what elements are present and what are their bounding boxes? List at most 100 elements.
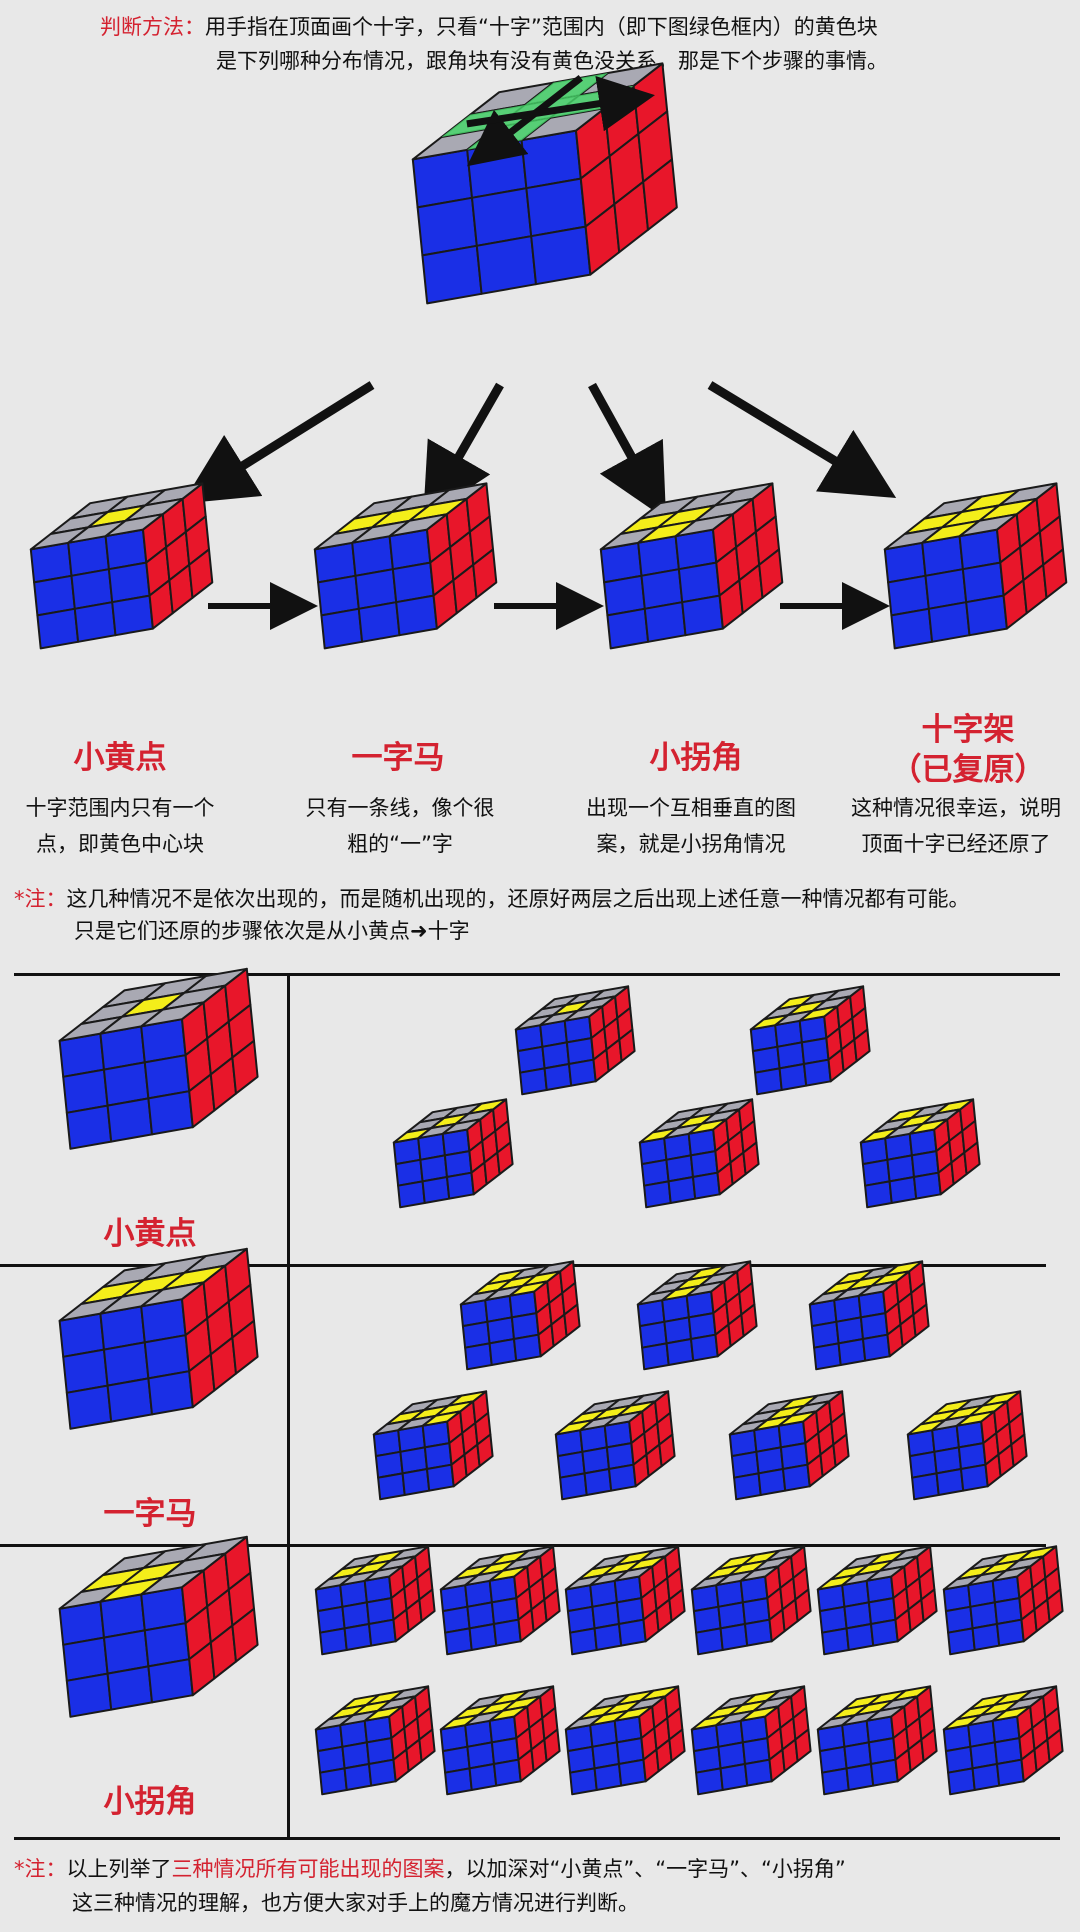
front-sticker: [719, 1623, 749, 1651]
front-sticker: [559, 1472, 588, 1501]
top-sticker-gray: [140, 1569, 205, 1596]
note1-line-2: 只是它们还原的步骤依次是从小黄点➜十字: [74, 919, 470, 943]
stage-title-cross-line1: 十字架: [921, 712, 1015, 748]
front-sticker: [911, 1472, 940, 1501]
variation-cube: [808, 1260, 930, 1371]
variation-cube: [314, 1545, 436, 1656]
stage-desc-dot: 十字范围内只有一个 点，即黄色中心块: [0, 790, 240, 862]
note2-label: *注：: [14, 1857, 67, 1881]
variation-cube: [816, 1685, 938, 1796]
side-sticker: [668, 1588, 686, 1623]
top-sticker-yellow: [363, 1705, 404, 1722]
note2-line-1: *注：以上列举了三种情况所有可能出现的图案，以加深对“小黄点”、“一字马”、“小…: [14, 1852, 846, 1886]
stage-title-corner: 小拐角: [649, 740, 743, 776]
stage-cube-corner: [599, 482, 784, 650]
front-sticker: [319, 1767, 348, 1796]
top-sticker-yellow: [488, 1565, 529, 1582]
front-sticker: [513, 1333, 542, 1362]
top-sticker-yellow: [991, 1705, 1032, 1722]
front-sticker: [421, 1176, 451, 1204]
stage-desc-line-1: 只有一条线，像个很: [305, 796, 495, 820]
front-sticker: [468, 1623, 498, 1651]
front-sticker: [464, 1342, 493, 1371]
front-sticker: [821, 1627, 850, 1656]
top-sticker-gray: [363, 1565, 404, 1582]
stage-desc-dot-1: 十字范围内只有一个: [25, 796, 215, 820]
note2-pre: 以上列举了: [66, 1857, 172, 1881]
side-sticker: [563, 1303, 581, 1338]
front-sticker: [444, 1767, 473, 1796]
front-sticker: [821, 1767, 850, 1796]
stage-title-line: 一字马: [351, 740, 445, 776]
stage-cube-cross: [883, 482, 1068, 650]
finger-stroke-arrow: [466, 75, 655, 132]
variation-cube: [749, 985, 871, 1096]
front-sticker: [608, 1463, 637, 1492]
note1-line-1: *注：这几种情况不是依次出现的，而是随机出现的，还原好两层之后出现上述任意一种情…: [14, 882, 970, 916]
top-sticker-yellow: [777, 1410, 818, 1427]
table-row-divider-1: [0, 1264, 1046, 1267]
front-sticker: [444, 1627, 473, 1656]
front-sticker: [778, 1063, 808, 1091]
stage-title-cross-line2: （已复原）: [890, 752, 1046, 788]
front-sticker: [971, 1623, 1001, 1651]
side-sticker: [1046, 1728, 1064, 1763]
stage-desc-cross-1: 这种情况很幸运，说明: [851, 796, 1061, 820]
stage-desc-corner-2: 案，就是小拐角情况: [596, 832, 786, 856]
front-sticker: [813, 1342, 842, 1371]
front-sticker: [618, 1618, 647, 1647]
side-sticker: [496, 1141, 514, 1176]
side-sticker: [618, 1028, 636, 1063]
front-sticker: [641, 1342, 670, 1371]
side-sticker: [742, 1141, 760, 1176]
side-sticker: [832, 1433, 850, 1468]
arrow-to-cross: [707, 381, 897, 499]
top-sticker-yellow: [739, 1705, 780, 1722]
front-sticker: [837, 1338, 867, 1366]
table-label-line: 一字马: [103, 1496, 197, 1532]
top-sticker-gray: [140, 1281, 205, 1308]
variation-cube: [514, 985, 636, 1096]
top-sticker-gray: [603, 1410, 644, 1427]
front-sticker: [996, 1758, 1025, 1787]
variation-cube: [392, 1098, 514, 1209]
table-label-corner: 小拐角: [103, 1784, 197, 1820]
table-label-dot: 小黄点: [103, 1216, 197, 1252]
stage-title-dot: 小黄点: [73, 740, 167, 776]
front-sticker: [583, 1468, 613, 1496]
front-sticker: [690, 1333, 719, 1362]
front-sticker: [569, 1767, 598, 1796]
table-top-border: [14, 973, 1060, 976]
variation-cube: [564, 1545, 686, 1656]
variation-cube: [459, 1260, 581, 1371]
front-sticker: [543, 1063, 573, 1091]
front-sticker: [695, 1767, 724, 1796]
side-sticker: [758, 548, 784, 599]
side-sticker: [543, 1588, 561, 1623]
front-sticker: [343, 1763, 373, 1791]
top-sticker-gray: [739, 1565, 780, 1582]
side-sticker: [668, 1728, 686, 1763]
side-sticker: [418, 1588, 436, 1623]
stage-desc-corner-1: 出现一个互相垂直的图: [586, 796, 796, 820]
front-sticker: [569, 1627, 598, 1656]
front-sticker: [971, 1763, 1001, 1791]
side-sticker: [642, 158, 678, 231]
front-sticker: [493, 1618, 522, 1647]
side-sticker: [920, 1588, 938, 1623]
top-sticker-yellow: [798, 1005, 839, 1022]
front-sticker: [947, 1767, 976, 1796]
top-sticker-gray: [674, 513, 734, 538]
front-sticker: [426, 1463, 455, 1492]
stage-desc-cross-2: 顶面十字已经还原了: [861, 832, 1051, 856]
variation-cube: [942, 1685, 1064, 1796]
variation-cube: [439, 1545, 561, 1656]
front-sticker: [744, 1758, 773, 1787]
front-sticker: [996, 1618, 1025, 1647]
front-sticker: [744, 1618, 773, 1647]
front-sticker: [593, 1763, 623, 1791]
front-sticker: [960, 1463, 989, 1492]
front-sticker: [488, 1338, 518, 1366]
